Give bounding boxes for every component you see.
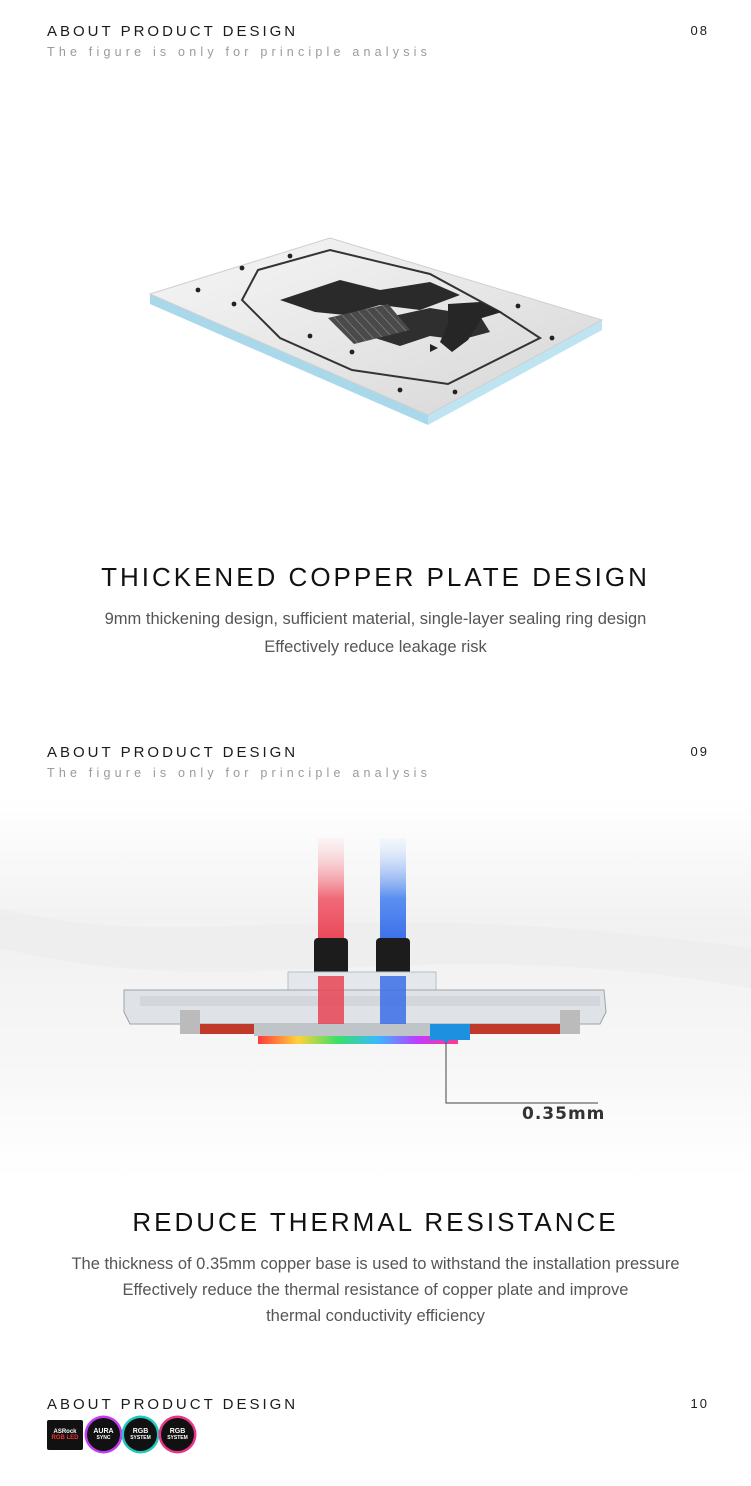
section2-header: ABOUT PRODUCT DESIGN The figure is only …: [47, 744, 431, 780]
fin-stack: [328, 304, 410, 344]
water-block-cross-section-image: [0, 798, 751, 1178]
page-number: 09: [690, 744, 709, 759]
section1-title: THICKENED COPPER PLATE DESIGN: [101, 562, 650, 592]
gigabyte-rgb-fusion-logo: RGB SYSTEM: [161, 1418, 194, 1451]
section-header-title: ABOUT PRODUCT DESIGN: [47, 1396, 299, 1413]
water-block-product-image: [148, 237, 604, 425]
logo-text: SYSTEM: [167, 1435, 188, 1441]
section2-description-line: Effectively reduce the thermal resistanc…: [122, 1281, 629, 1299]
page-number: 10: [690, 1396, 709, 1411]
page-number: 08: [690, 23, 709, 38]
rgb-compatibility-logos: ASRock RGB LED AURA SYNC RGB SYSTEM RGB …: [47, 1418, 194, 1451]
rgb-strip: [258, 1036, 458, 1044]
section2-title: REDUCE THERMAL RESISTANCE: [132, 1207, 619, 1237]
logo-text: SYNC: [96, 1435, 111, 1441]
logo-text: RGB: [132, 1428, 149, 1435]
section1-header: ABOUT PRODUCT DESIGN The figure is only …: [47, 23, 431, 59]
section2-description-line: thermal conductivity efficiency: [266, 1307, 485, 1325]
thickness-callout-label: 0.35mm: [522, 1104, 606, 1124]
fitting: [376, 938, 410, 976]
section1-description: 9mm thickening design, sufficient materi…: [0, 605, 751, 661]
section1-description-line: 9mm thickening design, sufficient materi…: [104, 610, 647, 628]
logo-text: ASRock: [53, 1428, 77, 1435]
callout-line: [445, 1042, 598, 1104]
section-header-subtitle: The figure is only for principle analysi…: [47, 45, 432, 59]
msi-rgb-system-logo: RGB SYSTEM: [124, 1418, 157, 1451]
section-header-title: ABOUT PRODUCT DESIGN: [47, 23, 299, 40]
fitting: [314, 938, 348, 976]
section3-header: ABOUT PRODUCT DESIGN: [47, 1396, 298, 1413]
asus-aura-sync-logo: AURA SYNC: [87, 1418, 120, 1451]
section2-description-line: The thickness of 0.35mm copper base is u…: [71, 1255, 680, 1273]
asrock-rgb-led-logo: ASRock RGB LED: [47, 1419, 83, 1450]
logo-text: AURA: [93, 1428, 114, 1435]
logo-text: SYSTEM: [130, 1435, 151, 1441]
logo-text: RGB: [169, 1428, 186, 1435]
section-header-title: ABOUT PRODUCT DESIGN: [47, 744, 299, 761]
section1-description-line: Effectively reduce leakage risk: [264, 638, 487, 656]
logo-text: RGB LED: [51, 1434, 79, 1441]
section-header-subtitle: The figure is only for principle analysi…: [47, 766, 432, 780]
section2-description: The thickness of 0.35mm copper base is u…: [0, 1251, 751, 1329]
